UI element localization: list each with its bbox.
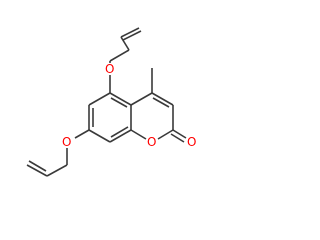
bond-c4a-c5-inner [110,97,128,108]
bond-c2-o-carbonyl-a [172,129,187,139]
bond-c2-o1 [157,129,174,140]
bond-allyl-top-vinyl [120,36,130,51]
bond-c4a-c5 [109,92,132,106]
bond-c7-c8 [88,129,111,143]
bond-allyl-top-terminal-b [122,30,142,41]
bond-allyl-top-ch2 [109,49,130,62]
bond-o1-c8a [130,129,147,140]
bond-allyl-left-vinyl [46,164,68,177]
atom-o-ring: O [147,135,156,149]
bond-c7-o-left [74,129,90,139]
atom-o-allyloxy-top: O [105,62,114,76]
molecule-structure: O O O O [26,27,196,177]
bond-allyl-left-terminal-a [26,164,48,177]
atom-o-carbonyl: O [187,135,196,149]
bond-c2-o-carbonyl-b [170,133,185,143]
atom-o-allyloxy-left: O [62,135,71,149]
bond-c4-c3-inner [152,97,170,108]
bond-c4-c3 [151,92,174,106]
bond-allyl-top-terminal-a [120,27,140,38]
bond-allyl-left-terminal-b [28,160,47,172]
bond-c4a-c4 [130,92,153,106]
bond-c8-c8a-inner [110,126,129,138]
bond-c8-c8a [109,129,132,143]
bond-c5-c6 [88,92,111,106]
